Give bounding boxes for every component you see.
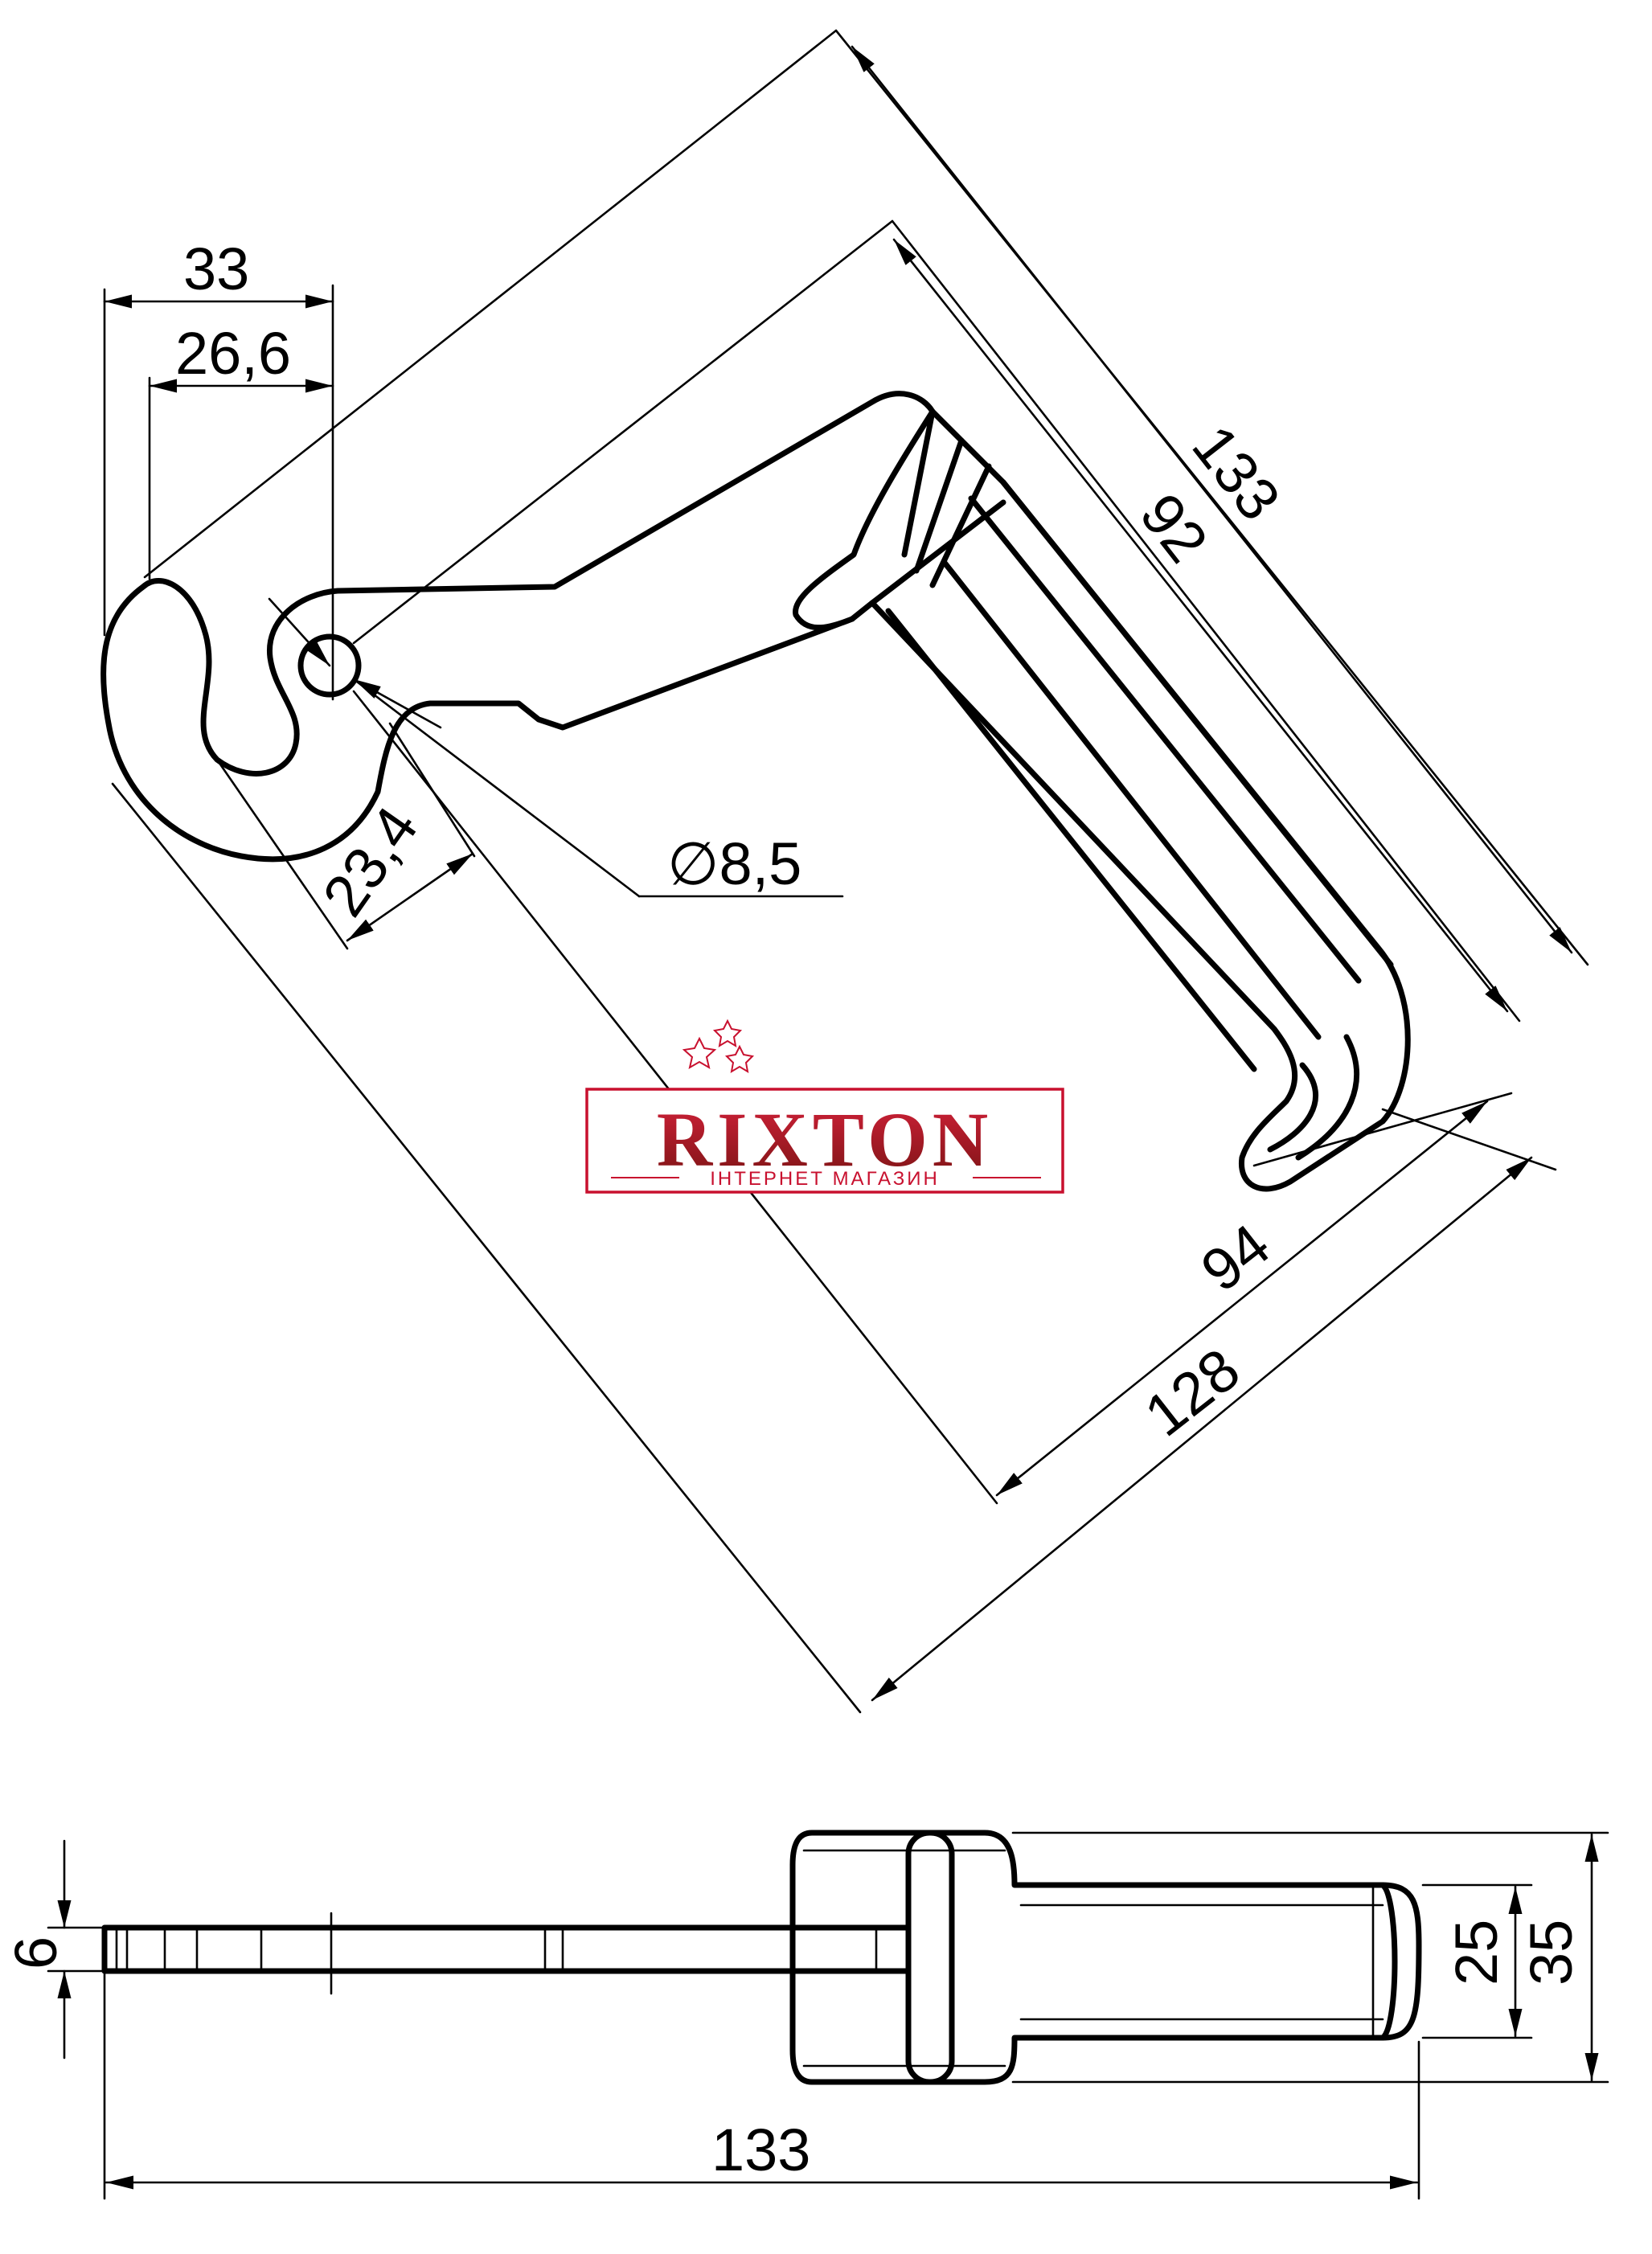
- logo-subtitle: ІНТЕРНЕТ МАГАЗИН: [710, 1168, 940, 1190]
- latch-body-outline: [100, 391, 936, 863]
- dim-25: 25: [1443, 1920, 1510, 1986]
- dim-23-4: 23,4: [309, 795, 431, 928]
- dim-hole-diameter: ∅8,5: [667, 830, 801, 897]
- dim-26-6: 26,6: [175, 320, 291, 387]
- star-icon: [682, 1018, 755, 1073]
- dim-92-diagonal: 92: [1127, 482, 1220, 575]
- dim-6: 6: [2, 1936, 69, 1969]
- latch-side-view: 6 25 35 133: [2, 1830, 1609, 2200]
- top-view-dimensions: 33 26,6 133 92 23,4 ∅8,5 94: [103, 29, 1589, 1714]
- latch-top-view: [100, 391, 1411, 1192]
- handle-ring: [905, 1830, 955, 2085]
- logo-brand: RIXTON: [657, 1096, 993, 1182]
- logo-frame: [585, 1088, 1064, 1194]
- dim-35: 35: [1518, 1920, 1584, 1986]
- pivot-hole: [297, 633, 362, 698]
- dim-94: 94: [1189, 1211, 1282, 1305]
- handle-end-cap: [1379, 1882, 1398, 2041]
- dim-133-total: 133: [711, 2117, 810, 2183]
- handle-inner-slot: [869, 499, 1322, 1072]
- handle-profile: [789, 1830, 1422, 2085]
- dim-33: 33: [183, 236, 249, 302]
- dim-128: 128: [1133, 1335, 1252, 1449]
- rixton-watermark: RIXTON ІНТЕРНЕТ МАГАЗИН: [585, 1018, 1064, 1194]
- plate-profile: [101, 1924, 912, 1974]
